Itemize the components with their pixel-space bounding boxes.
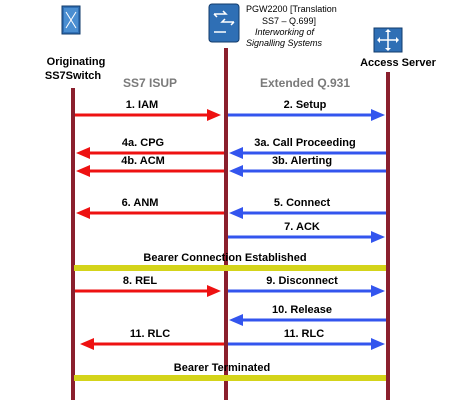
pgw-label-line2: SS7 – Q.699] — [262, 16, 316, 26]
message-6-anm: 6. ANM — [76, 197, 224, 219]
message-label: 3b. Alerting — [272, 155, 332, 167]
message-label: 1. IAM — [126, 99, 158, 111]
message-7-ack: 7. ACK — [228, 221, 385, 243]
lifeline-pgw — [224, 48, 228, 400]
message-11-rlc-ss7: 11. RLC — [80, 328, 224, 350]
lifeline-access-server — [386, 72, 390, 400]
message-label: 8. REL — [123, 275, 158, 287]
pgw-label-line3: Interworking of — [255, 27, 316, 37]
message-label: 11. RLC — [284, 328, 324, 340]
message-label: 9. Disconnect — [266, 275, 338, 287]
message-11-rlc-q931: 11. RLC — [228, 328, 385, 350]
message-8-rel: 8. REL — [75, 275, 221, 297]
message-label: 11. RLC — [130, 328, 170, 340]
message-5-connect: 5. Connect — [229, 197, 386, 219]
message-label: 4a. CPG — [122, 137, 164, 149]
bearer-terminated-label: Bearer Terminated — [174, 362, 270, 374]
router-icon — [208, 3, 240, 43]
message-4a-cpg: 4a. CPG — [76, 137, 224, 159]
message-3a-call-proceeding: 3a. Call Proceeding — [229, 137, 386, 159]
pgw-label-line1: PGW2200 [Translation — [246, 4, 337, 14]
message-2-setup: 2. Setup — [228, 99, 385, 121]
message-3b-alerting: 3b. Alerting — [229, 155, 386, 177]
message-label: 6. ANM — [122, 197, 159, 209]
lifeline-originating — [71, 88, 75, 400]
pgw-label-line4: Signalling Systems — [246, 38, 323, 48]
message-label: 3a. Call Proceeding — [254, 137, 355, 149]
message-9-disconnect: 9. Disconnect — [228, 275, 385, 297]
q931-header: Extended Q.931 — [260, 76, 350, 90]
ss7-isup-header: SS7 ISUP — [123, 76, 177, 90]
access-server-icon — [373, 27, 403, 53]
message-label: 5. Connect — [274, 197, 331, 209]
message-label: 4b. ACM — [121, 155, 165, 167]
originating-label-line1: Originating — [47, 56, 106, 68]
message-4b-acm: 4b. ACM — [76, 155, 224, 177]
originating-label-line2: SS7Switch — [45, 70, 102, 82]
message-1-iam: 1. IAM — [75, 99, 221, 121]
message-label: 10. Release — [272, 304, 332, 316]
switch-icon — [61, 5, 81, 35]
bearer-terminated-bar — [74, 375, 386, 381]
access-server-label: Access Server — [360, 57, 437, 69]
bearer-established-label: Bearer Connection Established — [143, 252, 306, 264]
message-10-release: 10. Release — [229, 304, 386, 326]
message-label: 2. Setup — [284, 99, 327, 111]
message-label: 7. ACK — [284, 221, 320, 233]
bearer-established-bar — [74, 265, 386, 271]
